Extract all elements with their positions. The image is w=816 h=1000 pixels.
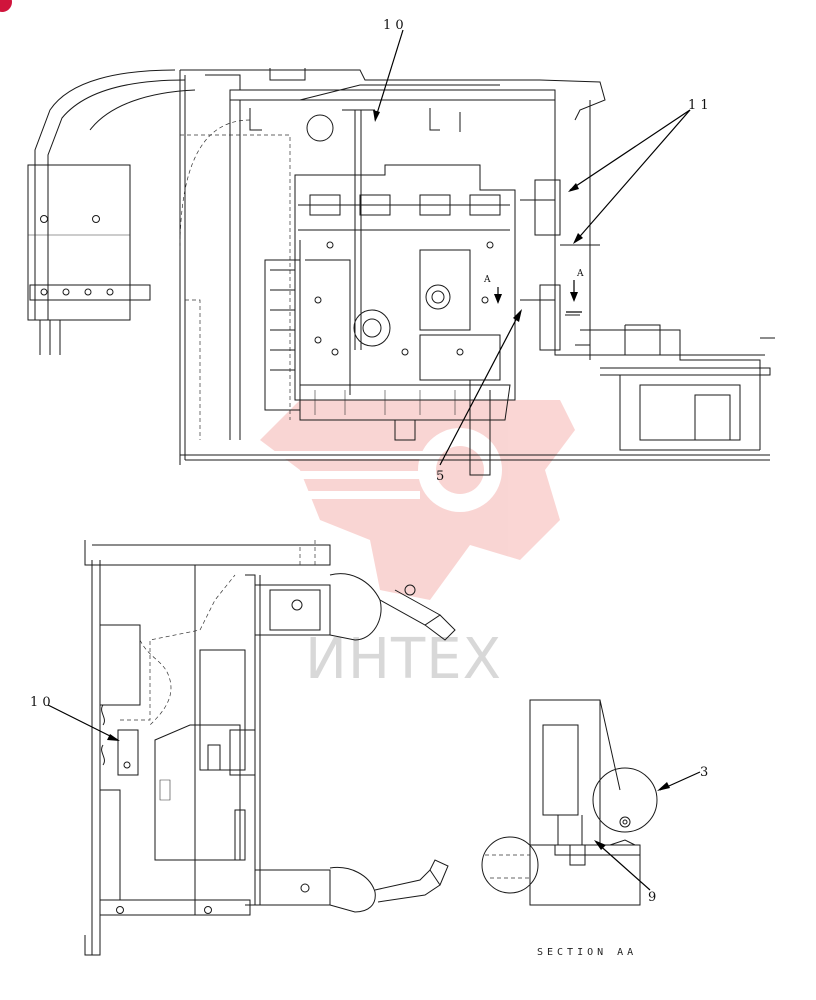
callout-11: 1 1: [688, 98, 709, 113]
callout-9: 9: [648, 890, 656, 905]
section-aa-detail: [481, 699, 658, 906]
leader-lines: [47, 29, 701, 891]
section-arrow-a-label-1: A: [576, 269, 584, 279]
engine-block: [264, 109, 561, 476]
callout-10-top: 1 0: [383, 18, 404, 33]
callout-3: 3: [700, 765, 708, 780]
section-aa-label: SECTION AA: [537, 947, 637, 958]
section-arrow-a-label-2: A: [483, 275, 491, 285]
corner-badge: [0, 0, 12, 12]
watermark-logo: [250, 400, 575, 600]
callout-10-left: 1 0: [30, 695, 51, 710]
engine-top-view: [27, 68, 775, 476]
watermark-text: ИНТЕХ: [305, 627, 502, 692]
callout-5: 5: [436, 469, 444, 484]
control-stand-side-view: [84, 540, 456, 956]
